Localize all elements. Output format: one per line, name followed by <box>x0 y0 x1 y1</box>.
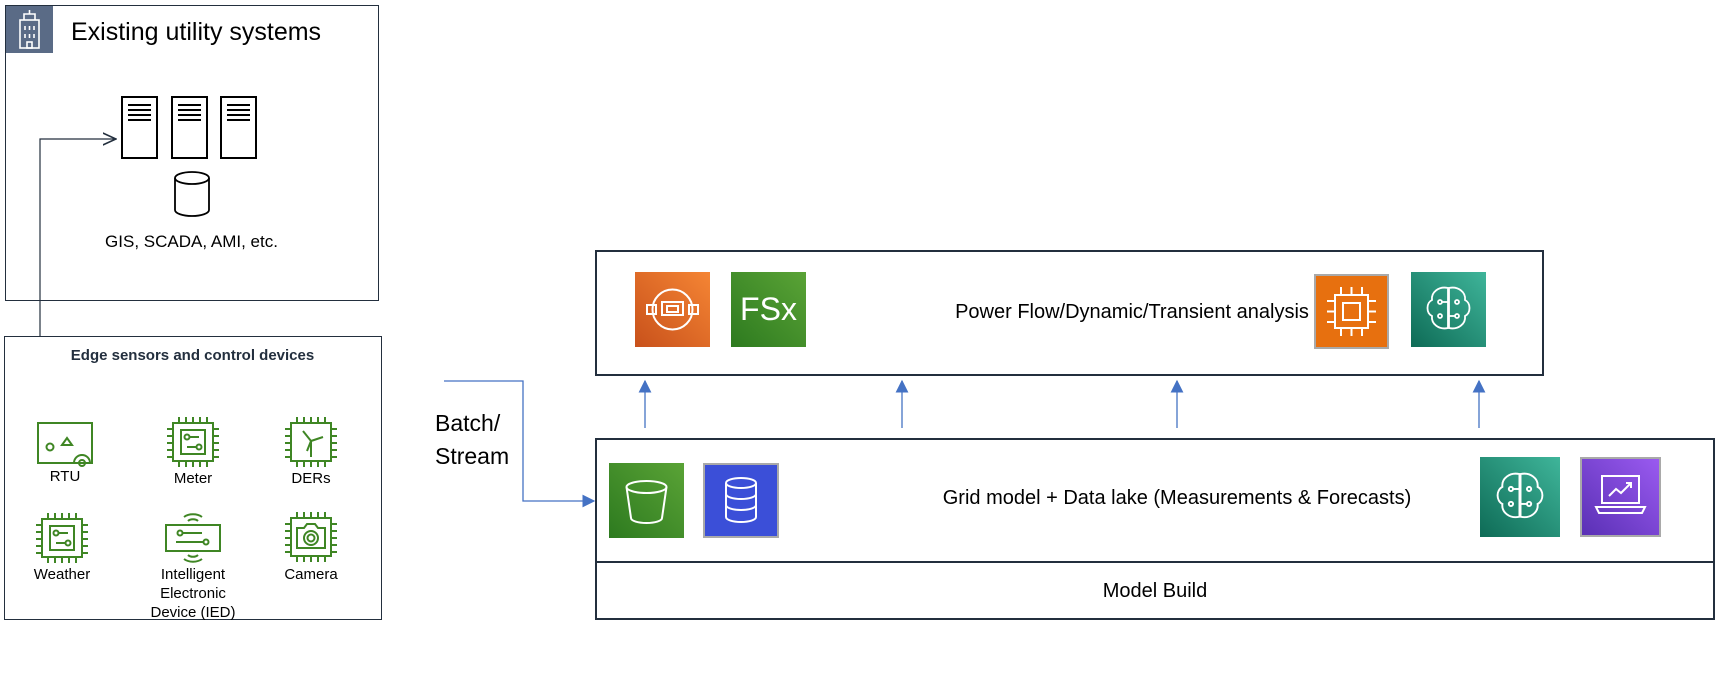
camera-icon <box>285 512 337 562</box>
existing-utility-systems-panel: Existing utility systems GIS, SCADA, AMI… <box>5 5 379 301</box>
fsx-icon-text: FSx <box>740 291 797 327</box>
model-build-title: Model Build <box>1102 580 1208 602</box>
device-camera: Camera <box>273 509 349 584</box>
device-ders: DERs <box>273 415 349 488</box>
batch-stream-label-line2: Stream <box>435 443 510 469</box>
device-label: Camera <box>284 566 338 583</box>
data-lake-panel: Grid model + Data lake (Measurements & F… <box>595 438 1715 563</box>
device-label: Weather <box>33 566 91 583</box>
device-label: Meter <box>173 470 213 487</box>
ec2-icon <box>1314 274 1389 349</box>
database-cylinder-icon <box>174 171 210 217</box>
device-meter: Meter <box>155 415 231 488</box>
analytics-icon <box>1580 457 1661 537</box>
rtu-icon <box>37 422 93 467</box>
batch-stream-label-line1: Batch/ <box>435 410 501 436</box>
ied-icon <box>165 513 221 563</box>
building-icon <box>6 6 53 53</box>
fsx-icon: FSx <box>731 272 806 347</box>
wind-turbine-icon <box>285 417 337 467</box>
weather-icon <box>36 513 88 563</box>
device-label-line: Electronic <box>160 585 226 602</box>
device-label: RTU <box>49 468 81 485</box>
sagemaker-icon <box>1480 457 1560 537</box>
data-lake-title: Grid model + Data lake (Measurements & F… <box>942 487 1412 509</box>
s3-bucket-icon <box>609 463 684 538</box>
model-build-panel: Model Build <box>595 561 1715 620</box>
meter-icon <box>167 417 219 467</box>
analysis-panel: FSx Power Flow/Dynamic/Transient analysi… <box>595 250 1544 376</box>
existing-systems-caption: GIS, SCADA, AMI, etc. <box>105 232 278 251</box>
device-rtu: RTU <box>27 419 103 486</box>
existing-systems-title: Existing utility systems <box>71 18 322 46</box>
database-icon <box>703 463 779 538</box>
sagemaker-icon <box>1411 272 1486 347</box>
simspace-icon <box>635 272 710 347</box>
edge-sensors-title: Edge sensors and control devices <box>70 347 315 364</box>
analysis-title: Power Flow/Dynamic/Transient analysis <box>955 301 1309 323</box>
device-label-line: Intelligent <box>160 566 226 583</box>
edge-sensors-panel: Edge sensors and control devices RTU <box>4 336 382 622</box>
device-label: DERs <box>291 470 331 487</box>
server-rack-icon <box>121 96 257 159</box>
device-weather: Weather <box>24 511 100 584</box>
batch-stream-arrow <box>444 380 596 508</box>
device-label-line: Device (IED) <box>150 604 236 621</box>
device-ied: Intelligent Electronic Device (IED) <box>145 509 241 622</box>
